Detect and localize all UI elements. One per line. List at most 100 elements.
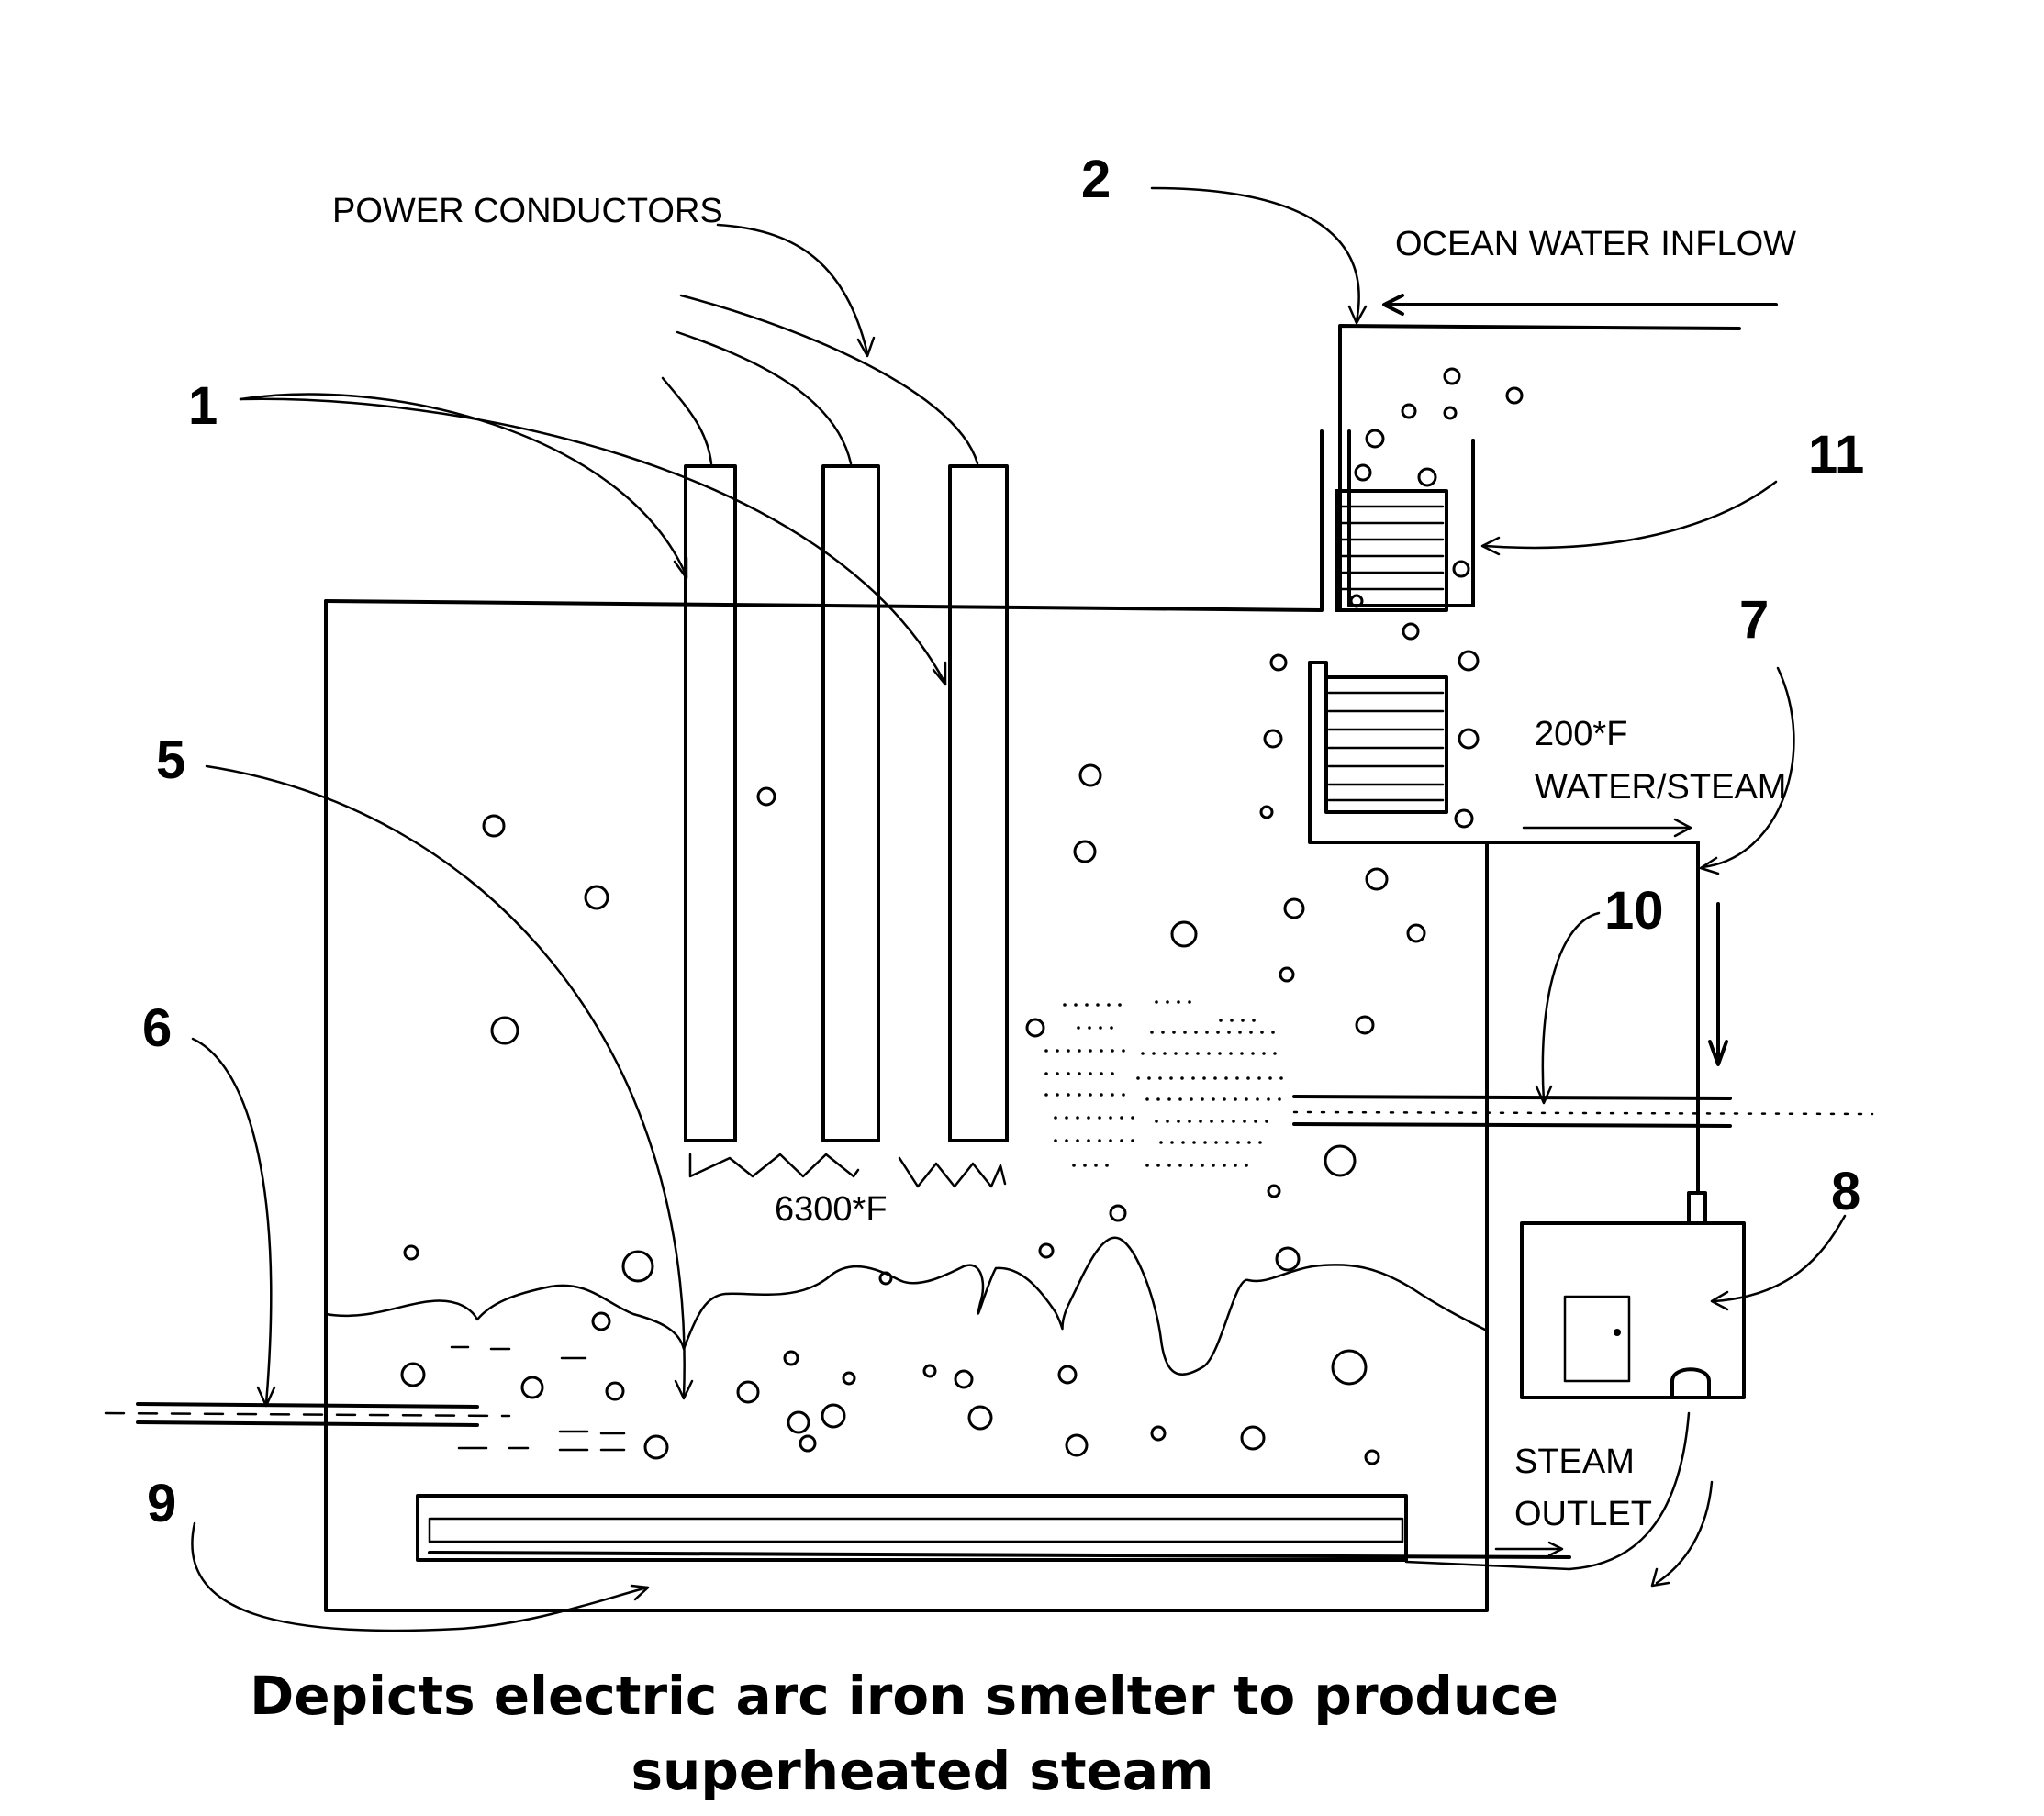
particle-dot: [1056, 1072, 1059, 1075]
ocean-water-inflow-label: OCEAN WATER INFLOW: [1395, 225, 1796, 263]
ref-number-9: 9: [147, 1474, 176, 1533]
particle-dot: [1087, 1139, 1090, 1142]
leader-lines: [192, 188, 1845, 1631]
particle-dot: [1246, 1076, 1250, 1080]
particle-dot: [1085, 1003, 1089, 1007]
bubble: [1445, 407, 1456, 418]
particle-dot: [1210, 1120, 1213, 1123]
bubble: [1075, 841, 1095, 862]
particle-dot: [1219, 1019, 1223, 1022]
particle-dot: [1067, 1049, 1070, 1053]
particle-dot: [1201, 1097, 1204, 1101]
particle-dot: [1067, 1093, 1070, 1097]
bubbles: [402, 369, 1522, 1464]
ref-number-11: 11: [1808, 425, 1864, 485]
particle-dot: [1230, 1019, 1234, 1022]
particle-dot: [1156, 1164, 1160, 1167]
particle-dot: [1078, 1049, 1081, 1053]
particle-dot: [1174, 1052, 1178, 1055]
particle-dot: [1229, 1052, 1233, 1055]
particle-dot: [1136, 1076, 1140, 1080]
bubble: [645, 1436, 667, 1458]
particle-dot: [1252, 1019, 1256, 1022]
particle-dot: [1178, 1097, 1182, 1101]
steam-outlet-tube: [418, 1413, 1689, 1569]
bubble: [405, 1246, 418, 1259]
particle-dot: [1100, 1072, 1103, 1075]
particle-dot: [1076, 1139, 1079, 1142]
particle-dot: [1065, 1139, 1068, 1142]
particle-dot: [1056, 1049, 1059, 1053]
particle-dot: [1258, 1141, 1262, 1144]
power-conductor-wires: [663, 295, 977, 463]
particle-dot: [1118, 1003, 1122, 1007]
bubble: [1277, 1248, 1299, 1270]
particle-dot: [1203, 1141, 1207, 1144]
particle-dot: [1243, 1120, 1246, 1123]
particle-dot: [1163, 1052, 1167, 1055]
particle-dot: [1191, 1076, 1195, 1080]
particle-dot: [1214, 1141, 1218, 1144]
particle-dot: [1065, 1116, 1068, 1120]
bubble: [402, 1364, 424, 1386]
particle-dot: [1109, 1139, 1112, 1142]
particle-dot: [1100, 1093, 1103, 1097]
particle-dot: [1170, 1141, 1174, 1144]
particle-dot: [1256, 1097, 1259, 1101]
particle-dot: [1141, 1052, 1145, 1055]
particle-dot: [1074, 1003, 1078, 1007]
melt-surface: [326, 1238, 1487, 1375]
particle-dot: [1152, 1052, 1156, 1055]
particle-dot: [1216, 1031, 1220, 1034]
particle-dot: [1131, 1116, 1134, 1120]
particle-dot: [1225, 1141, 1229, 1144]
bubble: [1419, 469, 1435, 485]
particle-dot: [1234, 1164, 1237, 1167]
particle-dot: [1150, 1031, 1154, 1034]
particle-dot: [1202, 1076, 1206, 1080]
bubble: [785, 1352, 798, 1365]
particle-dot: [1166, 1120, 1169, 1123]
electrode-left: [686, 466, 735, 1141]
bubble: [955, 1371, 972, 1387]
particle-dot: [1267, 1097, 1270, 1101]
particle-dot: [1087, 1116, 1090, 1120]
particle-dot: [1212, 1097, 1215, 1101]
particle-dot: [1088, 1026, 1091, 1030]
particle-dot: [1234, 1097, 1237, 1101]
bubble: [1507, 388, 1522, 403]
particle-dot: [1056, 1093, 1059, 1097]
bubble: [1172, 922, 1196, 946]
bubble: [1067, 1435, 1087, 1455]
particle-dot: [1199, 1120, 1202, 1123]
particle-dot: [1044, 1049, 1048, 1053]
particle-dot: [1063, 1003, 1067, 1007]
particle-dot: [1098, 1116, 1101, 1120]
particle-dot: [1192, 1141, 1196, 1144]
bubble: [822, 1405, 844, 1427]
water-steam-label: WATER/STEAM: [1535, 768, 1786, 807]
coolant-pipe: [1294, 1097, 1872, 1126]
bubble: [1403, 624, 1418, 639]
particle-dot: [1240, 1052, 1244, 1055]
bubble: [969, 1407, 991, 1429]
text-labels: POWER CONDUCTORS OCEAN WATER INFLOW 200*…: [332, 192, 1796, 1533]
particle-dot: [1232, 1120, 1235, 1123]
particle-dot: [1159, 1141, 1163, 1144]
slag-outlet-pipe: [106, 1347, 624, 1450]
ref-number-6: 6: [142, 998, 172, 1058]
bubble: [1285, 899, 1303, 918]
particle-dot: [1172, 1031, 1176, 1034]
bubble: [1402, 405, 1415, 418]
particle-dot: [1262, 1052, 1266, 1055]
particle-dot: [1089, 1049, 1092, 1053]
particle-dot: [1183, 1031, 1187, 1034]
particle-dot: [1224, 1076, 1228, 1080]
particle-dot: [1054, 1116, 1057, 1120]
bubble: [1040, 1244, 1053, 1257]
particle-dot: [1155, 1000, 1158, 1004]
bubble: [484, 816, 504, 836]
heat-exchanger-upper: [1336, 491, 1446, 610]
particle-dot: [1072, 1164, 1076, 1167]
smelter-vessel: [326, 431, 1487, 1610]
